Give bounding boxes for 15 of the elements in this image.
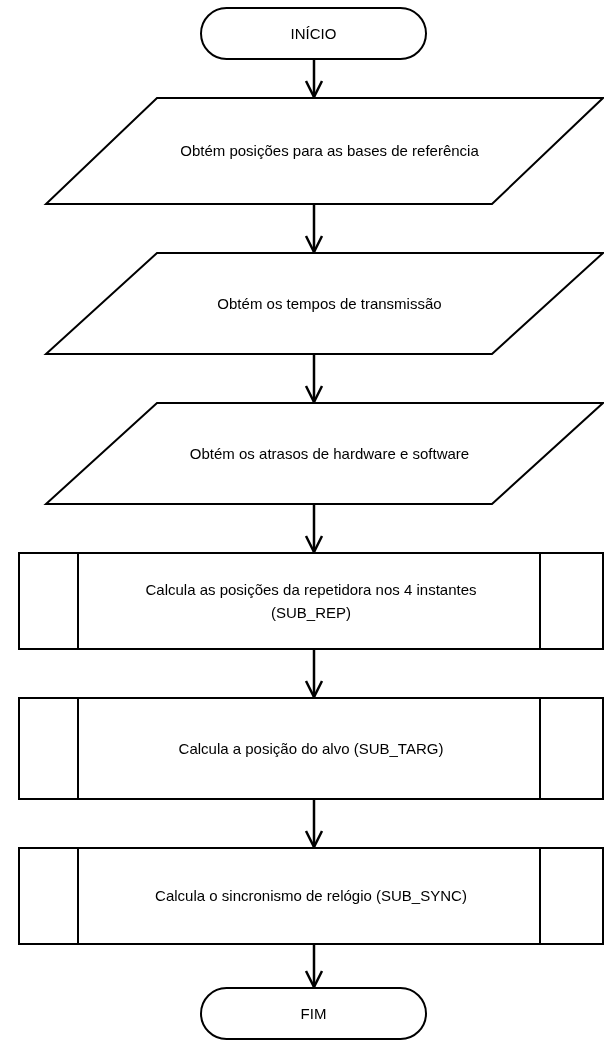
node-label: Obtém os tempos de transmissão bbox=[217, 293, 442, 314]
arrow bbox=[304, 60, 324, 99]
arrow bbox=[304, 505, 324, 554]
arrow bbox=[304, 945, 324, 989]
arrow bbox=[304, 800, 324, 849]
arrow bbox=[304, 355, 324, 404]
arrow bbox=[304, 205, 324, 254]
node-label: Calcula as posições da repetidora nos 4 instantes (SUB_REP) bbox=[144, 579, 478, 623]
node-label: Calcula a posição do alvo (SUB_TARG) bbox=[178, 738, 444, 759]
node-label: INÍCIO bbox=[290, 23, 337, 44]
node-label: Obtém posições para as bases de referência bbox=[180, 141, 479, 162]
arrow bbox=[304, 650, 324, 699]
node-label: Obtém os atrasos de hardware e software bbox=[189, 443, 470, 464]
node-label: FIM bbox=[300, 1003, 327, 1024]
node-label: Calcula o sincronismo de relógio (SUB_SYNC) bbox=[155, 886, 467, 907]
